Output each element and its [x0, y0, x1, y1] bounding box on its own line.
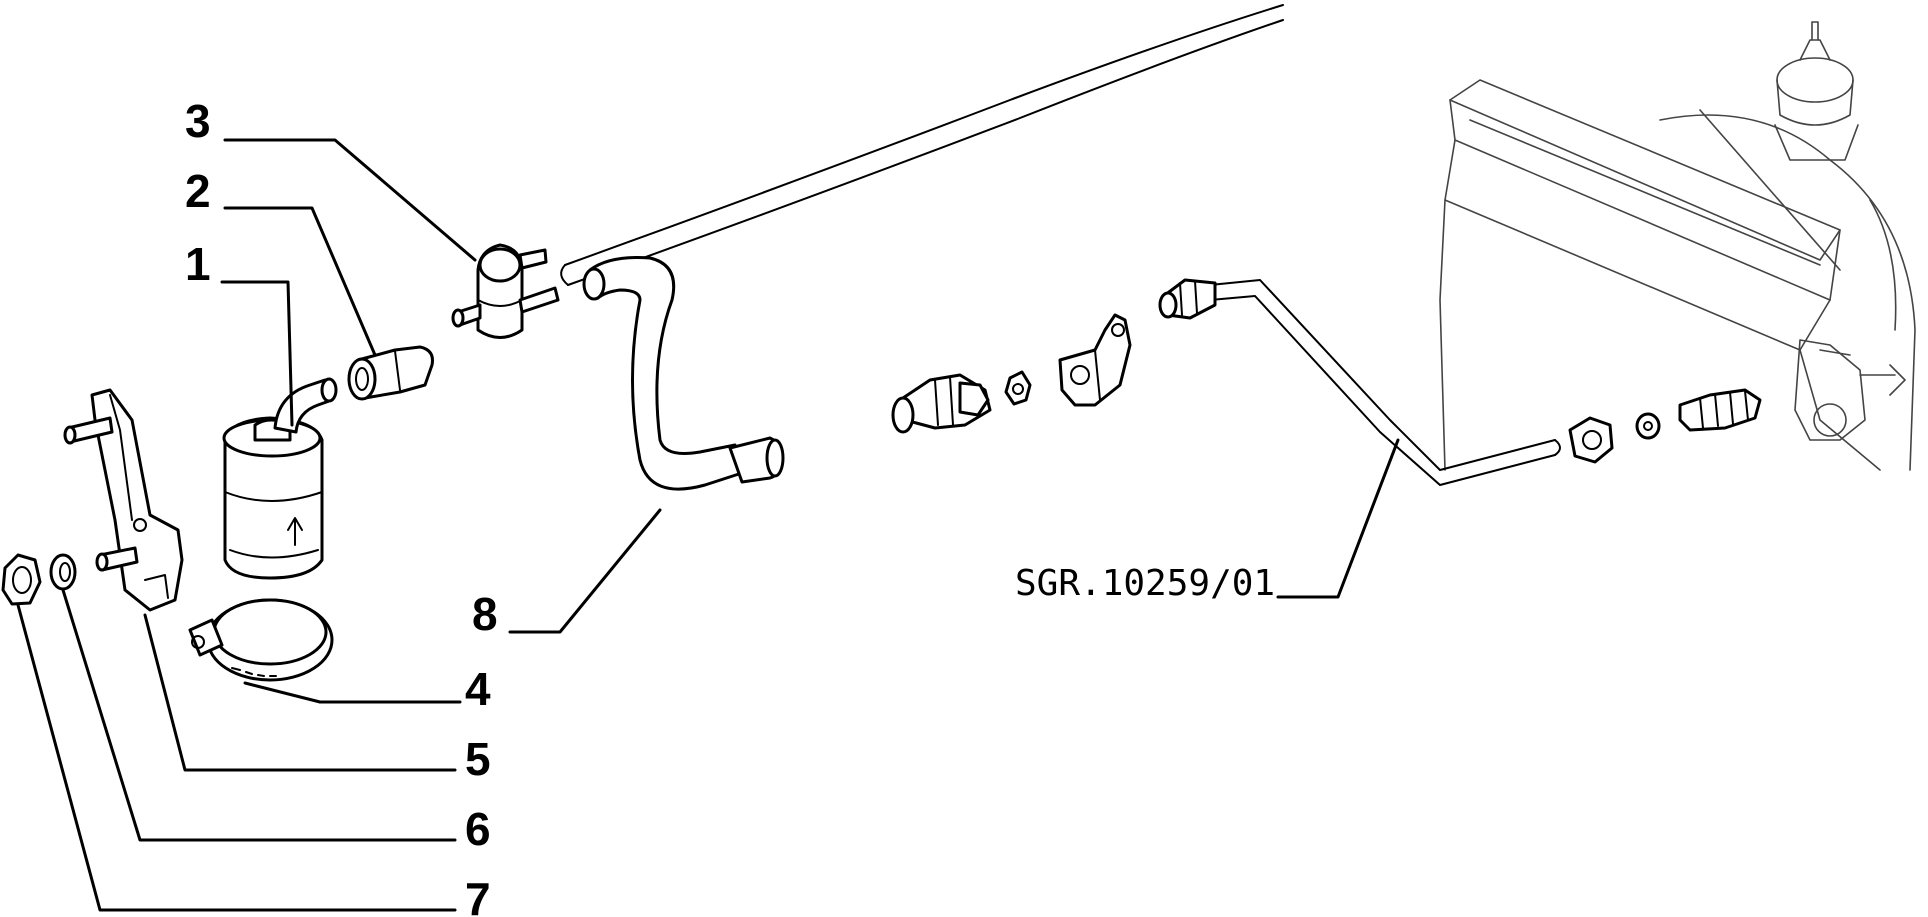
nut-centre: [1004, 370, 1032, 406]
part-3-valve: [451, 243, 560, 339]
callout-7: 7: [465, 873, 491, 917]
callout-1: 1: [185, 238, 211, 290]
callout-3: 3: [185, 95, 211, 147]
callout-2: 2: [185, 165, 211, 217]
part-7-nut: [1, 553, 42, 606]
part-2-sleeve: [347, 345, 434, 401]
callout-6: 6: [465, 803, 491, 855]
engine-outline: [1439, 21, 1916, 471]
part-8-hose: [582, 256, 785, 491]
callout-5: 5: [465, 733, 491, 785]
metal-fuel-line: [1158, 278, 1561, 486]
part-4-hose-clamp: [188, 598, 334, 682]
callout-labels: 3 2 1 4 5 6 7 8 SGR.10259/01: [185, 95, 1275, 917]
callout-4: 4: [465, 663, 491, 715]
part-1-fuel-filter: [222, 377, 338, 580]
washer-right: [1635, 412, 1661, 440]
callout-8: 8: [472, 588, 498, 640]
long-fuel-line: [560, 4, 1284, 286]
drawing-reference: SGR.10259/01: [1015, 563, 1275, 604]
nut-right: [1568, 416, 1614, 464]
bracket-centre: [1058, 313, 1132, 407]
union-fitting-right: [1678, 388, 1762, 432]
leader-lines: [16, 138, 1400, 912]
union-fitting-left: [891, 373, 992, 434]
part-5-bracket: [63, 388, 184, 612]
part-6-washer: [49, 553, 77, 591]
